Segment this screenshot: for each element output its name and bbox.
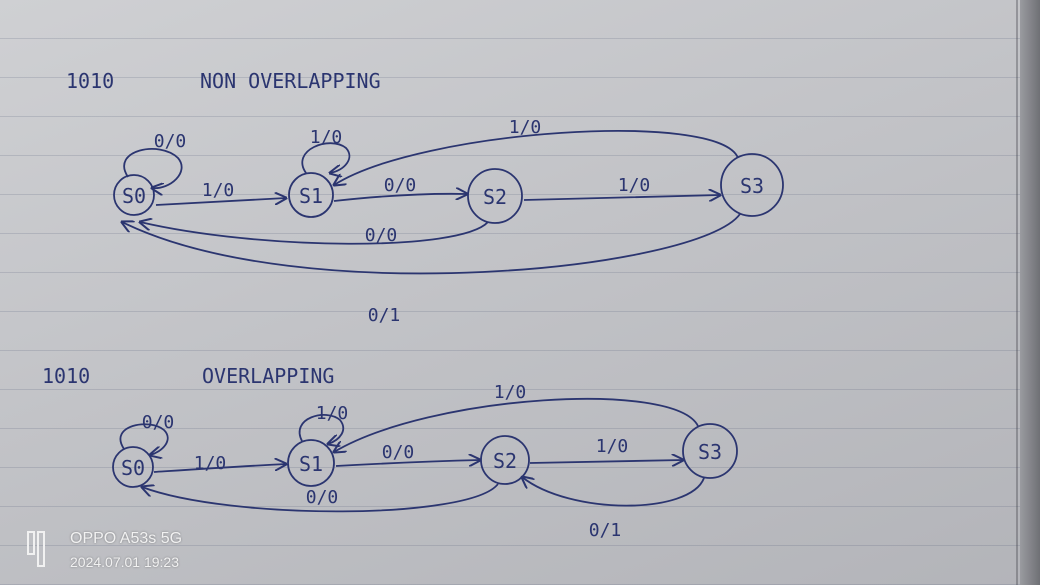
transition-arrow-s0-s1 (153, 464, 286, 473)
transition-arrow-s1-s2 (333, 194, 467, 202)
diagram-title: NON OVERLAPPING (200, 69, 381, 93)
sequence-label: 1010 (42, 364, 90, 388)
transition-label-s1-s2: 0/0 (384, 175, 417, 196)
transition-arrow-s2-s0 (142, 483, 499, 513)
state-node-s1 (288, 172, 334, 218)
transition-label-s3-s1: 1/0 (509, 117, 542, 138)
transition-label-s3-s0: 0/1 (368, 305, 401, 326)
diagram-title: OVERLAPPING (202, 364, 334, 388)
transition-arrow-s0-s1 (155, 198, 286, 206)
transition-label-s0-s0: 0/0 (154, 131, 187, 152)
state-node-s0 (112, 446, 154, 488)
state-label-s3: S3 (698, 440, 722, 464)
transition-label-s3-s2: 0/1 (589, 520, 622, 541)
transition-arrow-s3-s0 (122, 213, 741, 275)
state-node-s3 (720, 153, 784, 217)
transition-arrow-s3-s2 (522, 477, 705, 507)
transition-arrow-s2-s3 (523, 195, 720, 200)
transition-arrow-s2-s3 (529, 460, 683, 463)
transition-label-s2-s3: 1/0 (618, 175, 651, 196)
sequence-label: 1010 (66, 69, 114, 93)
transition-label-s0-s1: 1/0 (202, 180, 235, 201)
page-margin-line (1016, 0, 1018, 585)
state-label-s3: S3 (740, 174, 764, 198)
transition-arrow-s2-s0 (140, 222, 489, 245)
transition-arrow-s1-s1 (298, 413, 345, 444)
transition-label-s0-s0: 0/0 (142, 412, 175, 433)
state-label-s0: S0 (121, 456, 145, 480)
state-label-s0: S0 (122, 184, 146, 208)
state-label-s1: S1 (299, 184, 323, 208)
transition-arrow-s1-s2 (335, 460, 480, 467)
state-label-s2: S2 (493, 449, 517, 473)
oppo-logo-icon (27, 531, 45, 567)
notebook-edge (1020, 0, 1040, 585)
transition-arrow-s1-s1 (301, 142, 351, 173)
transition-label-s1-s1: 1/0 (310, 127, 343, 148)
state-node-s1 (287, 439, 335, 487)
transition-label-s2-s0: 0/0 (306, 487, 339, 508)
state-label-s1: S1 (299, 452, 323, 476)
watermark-datetime: 2024.07.01 19:23 (70, 554, 179, 570)
transition-label-s3-s1: 1/0 (494, 382, 527, 403)
diagram-overlapping: 1010 OVERLAPPING S0 S1 S2 S3 0/0 1/0 1/0… (42, 364, 738, 541)
transition-arrow-s0-s0 (119, 423, 169, 455)
watermark-model: OPPO A53s 5G (70, 530, 183, 547)
transition-label-s1-s2: 0/0 (382, 442, 415, 463)
transition-label-s1-s1: 1/0 (316, 403, 349, 424)
transition-arrow-s3-s1 (334, 130, 739, 185)
transition-arrow-s0-s0 (123, 148, 183, 188)
transition-arrow-s3-s1 (334, 398, 699, 452)
transition-label-s2-s0: 0/0 (365, 225, 398, 246)
diagram-non-overlapping: 1010 NON OVERLAPPING S0 S1 S2 S3 0/0 1/0… (66, 69, 784, 326)
state-node-s3 (682, 423, 738, 479)
transition-label-s2-s3: 1/0 (596, 436, 629, 457)
state-label-s2: S2 (483, 185, 507, 209)
transition-label-s0-s1: 1/0 (194, 453, 227, 474)
